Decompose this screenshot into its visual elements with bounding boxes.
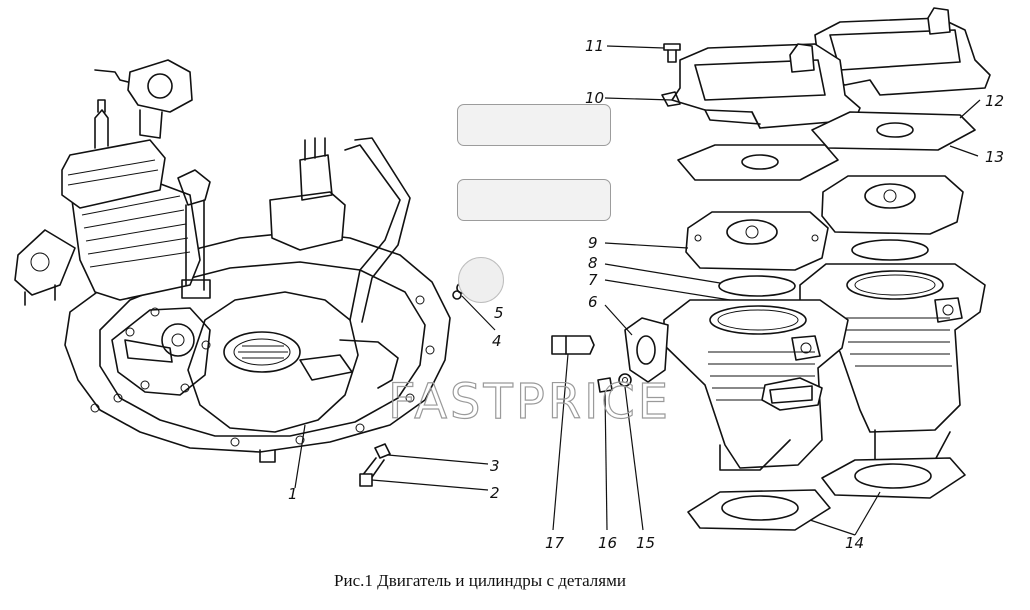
callout-3: 3 xyxy=(490,457,500,475)
callout-16: 16 xyxy=(598,534,617,552)
gasket-13 xyxy=(677,144,839,181)
gasket-12 xyxy=(811,111,976,151)
gasket-rings-7-8 xyxy=(718,239,929,297)
bolt-11 xyxy=(663,43,681,63)
callout-2: 2 xyxy=(490,484,500,502)
exhaust-flange-6 xyxy=(624,317,669,383)
stud-16 xyxy=(597,377,613,393)
callout-12: 12 xyxy=(985,92,1004,110)
figure-caption: Рис.1 Двигатель и цилиндры с деталями xyxy=(334,571,626,590)
callout-9: 9 xyxy=(588,234,598,252)
callout-17: 17 xyxy=(545,534,565,552)
leader-lines xyxy=(294,45,981,536)
cylinder-head-front-9 xyxy=(685,211,829,271)
bolt-2-3 xyxy=(359,443,391,487)
washer-15 xyxy=(618,373,632,387)
callout-6: 6 xyxy=(588,293,598,311)
base-gaskets-14 xyxy=(687,457,966,531)
placeholder-box-top xyxy=(457,104,611,146)
callout-11: 11 xyxy=(585,37,604,55)
callout-8: 8 xyxy=(588,254,598,272)
callout-10: 10 xyxy=(585,89,604,107)
watermark: FASTPRICE xyxy=(388,374,671,430)
cylinder-rear xyxy=(799,263,986,461)
dowel-17 xyxy=(551,335,595,355)
callout-14: 14 xyxy=(845,534,864,552)
callout-1: 1 xyxy=(288,485,298,503)
placeholder-box-bottom xyxy=(457,179,611,221)
cylinder-head-rear xyxy=(821,175,964,235)
callout-15: 15 xyxy=(636,534,655,552)
callout-4: 4 xyxy=(492,332,502,350)
callout-5: 5 xyxy=(494,304,504,322)
callout-numbers: 11 10 12 13 9 8 7 6 5 4 3 2 1 17 16 15 1… xyxy=(288,37,1004,552)
placeholder-circle xyxy=(458,257,504,303)
cylinder-head-cover-front xyxy=(661,43,861,129)
callout-13: 13 xyxy=(985,148,1004,166)
cylinder-front xyxy=(663,299,849,471)
callout-7: 7 xyxy=(588,271,598,289)
engine-assembly xyxy=(14,59,451,463)
